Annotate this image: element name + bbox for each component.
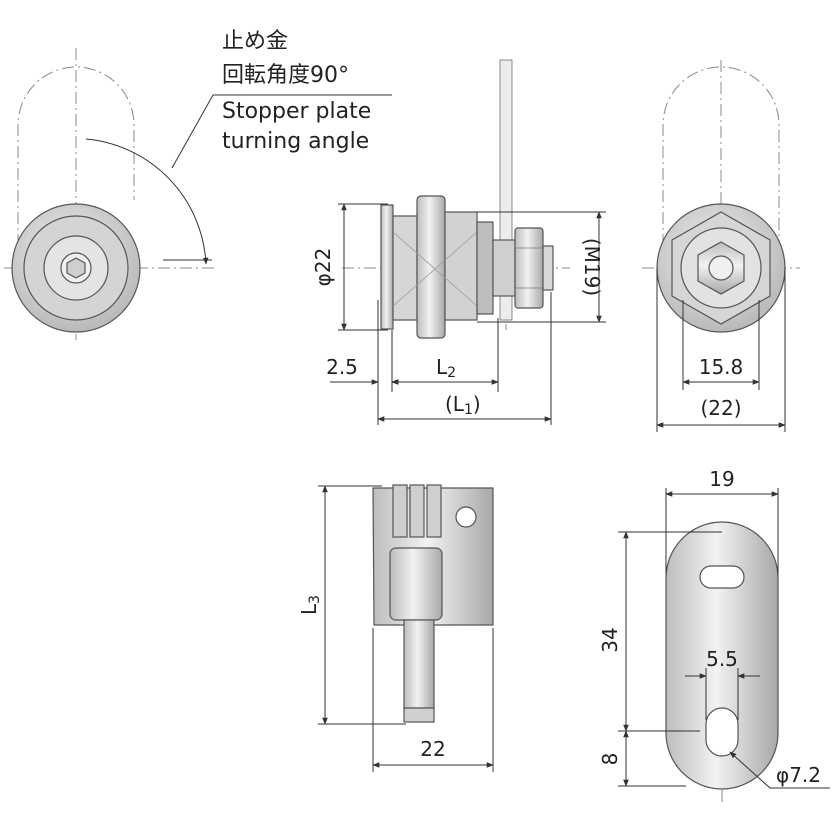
- side-hex-nut: [514, 227, 544, 309]
- side-mounting-nut: [416, 195, 446, 339]
- key-tip: [403, 707, 435, 723]
- key-ridge-2: [409, 484, 425, 538]
- d5-5-label: 5.5: [706, 647, 738, 671]
- side-bolt-tip: [542, 245, 554, 291]
- phi7-2-label: φ7.2: [776, 763, 821, 787]
- note-stopper-plate: Stopper plate: [222, 99, 371, 124]
- turning-angle-arc: [85, 138, 209, 265]
- l1-close: ): [473, 392, 481, 416]
- plate-body: [665, 521, 779, 790]
- side-body-front: [392, 215, 418, 321]
- side-spacer: [492, 239, 516, 297]
- phi7-2-leader: [729, 751, 830, 789]
- stopper-plate-view: 19 34 8 5.5 φ7.2: [598, 467, 830, 805]
- d22-label: 22: [420, 737, 445, 761]
- m19-label: (M19): [580, 238, 604, 296]
- d8-label: 8: [598, 753, 622, 766]
- key-shaft: [403, 619, 435, 709]
- l2-main: L: [436, 355, 448, 379]
- l3-main: L: [297, 603, 321, 615]
- key-view: L3 22: [297, 484, 494, 772]
- thread-hatch-2: [392, 231, 478, 307]
- side-lock-washer: [476, 221, 494, 315]
- l2-sub: 2: [447, 365, 456, 381]
- plate-slot: [699, 565, 745, 589]
- side-flange: [380, 204, 394, 330]
- key-ridge-3: [426, 484, 442, 538]
- plate-drive-hole: [705, 707, 739, 757]
- front-view: 止め金 回転角度90° Stopper plate turning angle: [4, 29, 392, 340]
- rear-stopper-swing-path: [662, 66, 780, 268]
- l3-sub: 3: [307, 595, 323, 604]
- l1-open: (L: [445, 392, 465, 416]
- d19-label: 19: [709, 467, 734, 491]
- rear-bolt-tip: [708, 255, 734, 281]
- l3-label: L3: [297, 595, 323, 615]
- note-jp-stopper: 止め金: [222, 29, 288, 54]
- l2-label: L2: [436, 355, 456, 381]
- d34-label: 34: [598, 627, 622, 652]
- key-collar: [389, 547, 443, 621]
- d22p-label: (22): [700, 396, 741, 420]
- l1-label: (L1): [445, 392, 481, 418]
- phi22-label: φ22: [311, 248, 335, 287]
- stopper-swing-path: [17, 66, 135, 268]
- side-view: φ22 (M19) 2.5 L2 (L1): [311, 59, 606, 425]
- note-jp-angle: 回転角度90°: [222, 63, 349, 88]
- key-ring-hole: [455, 506, 477, 528]
- l1-sub: 1: [464, 402, 473, 418]
- key-ridge-1: [392, 484, 408, 538]
- note-leader: [171, 94, 392, 169]
- rear-view: 15.8 (22): [642, 60, 800, 432]
- front-hex-key-icon: [66, 257, 86, 279]
- side-body-thread: [444, 211, 478, 321]
- d15-8-label: 15.8: [699, 355, 744, 379]
- note-turning-angle: turning angle: [222, 129, 369, 154]
- dim-2-5-label: 2.5: [326, 355, 358, 379]
